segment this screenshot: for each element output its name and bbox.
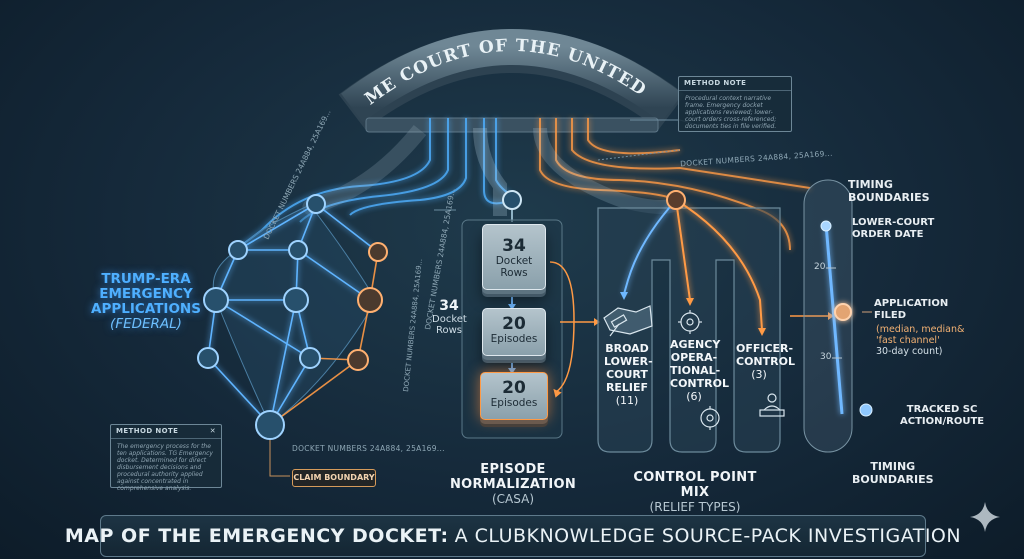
broad-line-4: RELIEF	[605, 381, 649, 394]
lower-court-order-date-label: LOWER-COURT ORDER DATE	[852, 217, 934, 241]
filed-note-3: 30-day count)	[876, 346, 943, 357]
broad-line-1: BROAD	[605, 342, 649, 355]
left-network	[197, 194, 388, 440]
timing-tube	[803, 179, 873, 453]
broad-line-3: COURT	[606, 368, 648, 381]
broad-line-2: LOWER-	[604, 355, 653, 368]
side-docket-rows: 34 Docket Rows	[432, 298, 467, 336]
supreme-court-arch: SUPREME COURT OF THE UNITED STATES	[0, 0, 686, 133]
trump-era-applications-label: TRUMP-ERA EMERGENCY APPLICATIONS (FEDERA…	[86, 272, 206, 332]
timing-boundaries-top: TIMING BOUNDARIES	[848, 178, 930, 204]
card-docket-rows-label: Docket Rows	[495, 255, 533, 279]
broad-count: (11)	[615, 394, 639, 407]
gavel-map-icon	[603, 305, 653, 337]
card-episodes-1: 20 Episodes	[482, 308, 546, 356]
method-note-left-title: METHOD NOTE	[116, 427, 179, 435]
filed-2: FILED	[874, 310, 907, 321]
label-line-3: APPLICATIONS	[91, 301, 201, 317]
officer-desk-icon	[759, 393, 785, 417]
episode-entry-node	[502, 190, 522, 210]
method-note-top-body: Procedural context narrative frame. Emer…	[685, 95, 777, 130]
label-line-2: EMERGENCY	[99, 286, 193, 302]
banner-rest: A CLUBKNOWLEDGE SOURCE-PACK INVESTIGATIO…	[454, 525, 962, 547]
timing-boundaries-bottom: TIMING BOUNDARIES	[852, 460, 934, 486]
agency-count: (6)	[686, 390, 702, 403]
lower-1: LOWER-COURT	[852, 217, 935, 228]
card-episodes-2: 20 Episodes	[480, 372, 548, 420]
side-label: Docket Rows	[432, 314, 467, 336]
arch-title: SUPREME COURT OF THE UNITED STATES	[0, 0, 656, 109]
control-sub: (RELIEF TYPES)	[649, 500, 741, 514]
timing-top-1: TIMING	[848, 178, 893, 191]
officer-control-label: OFFICER- CONTROL (3)	[736, 342, 795, 381]
officer-line-1: OFFICER-	[736, 342, 794, 355]
filed-note-2: 'fast channel'	[876, 335, 940, 346]
method-note-left-body: The emergency process for the ten applic…	[117, 443, 213, 492]
tick-30: 30	[820, 352, 832, 362]
card-docket-rows: 34 Docket Rows	[482, 224, 546, 290]
lower-2: ORDER DATE	[852, 229, 924, 240]
control-point-mix-heading: CONTROL POINT MIX (RELIEF TYPES)	[620, 470, 770, 514]
tracked-2: ACTION/ROUTE	[900, 416, 985, 427]
agency-line-3: TIONAL-	[670, 364, 721, 377]
tick-20: 20	[814, 262, 826, 272]
card-episodes-1-label: Episodes	[490, 333, 538, 345]
method-note-top: METHOD NOTE Procedural context narrative…	[678, 76, 792, 132]
card-episodes-1-num: 20	[502, 314, 526, 334]
application-filed-label: APPLICATION FILED	[874, 298, 948, 322]
card-docket-rows-num: 34	[502, 236, 526, 256]
card-episodes-2-num: 20	[502, 378, 526, 398]
label-line-1: TRUMP-ERA	[101, 271, 191, 287]
episode-heading-1: EPISODE	[480, 462, 546, 477]
officer-line-2: CONTROL	[736, 355, 795, 368]
method-note-left: METHOD NOTE ✕ The emergency process for t…	[110, 424, 222, 492]
title-banner: MAP OF THE EMERGENCY DOCKET: A CLUBKNOWL…	[65, 515, 961, 557]
episode-heading-2: NORMALIZATION	[449, 477, 577, 492]
docket-label-bottom: DOCKET NUMBERS 24A884, 25A169...	[292, 444, 445, 453]
sparkle-icon	[970, 502, 1000, 532]
banner-bold: MAP OF THE EMERGENCY DOCKET:	[64, 525, 449, 547]
timing-top-2: BOUNDARIES	[848, 191, 930, 204]
filed-1: APPLICATION	[874, 298, 949, 309]
gear-icon	[678, 310, 702, 334]
close-icon[interactable]: ✕	[209, 427, 216, 435]
application-filed-note: (median, median& 'fast channel' 30-day c…	[876, 324, 964, 357]
docket-vertical-far-left: DOCKET NUMBERS 24A884, 25A169...	[402, 258, 424, 392]
settings-gear-icon	[700, 406, 720, 430]
officer-count: (3)	[751, 368, 767, 381]
claim-boundary-badge: CLAIM BOUNDARY	[292, 469, 376, 487]
tracked-1: TRACKED SC	[906, 404, 978, 415]
tracked-sc-action-label: TRACKED SC ACTION/ROUTE	[900, 404, 984, 428]
episode-normalization-heading: EPISODE NORMALIZATION (CASA)	[448, 462, 578, 506]
agency-operational-control-label: AGENCY OPERA- TIONAL- CONTROL (6)	[670, 338, 729, 403]
timing-bottom-2: BOUNDARIES	[852, 473, 934, 486]
agency-line-4: CONTROL	[670, 377, 729, 390]
side-num: 34	[439, 298, 459, 314]
method-note-top-title: METHOD NOTE	[684, 79, 747, 87]
episode-sub: (CASA)	[492, 492, 534, 506]
timing-bottom-1: TIMING	[870, 460, 916, 473]
label-line-4: (FEDERAL)	[110, 316, 182, 332]
card-episodes-2-label: Episodes	[490, 397, 538, 409]
broad-lower-court-relief-label: BROAD LOWER- COURT RELIEF (11)	[604, 342, 653, 407]
agency-line-2: OPERA-	[670, 351, 718, 364]
control-panel-frame	[597, 190, 785, 453]
agency-line-1: AGENCY	[670, 338, 721, 351]
control-heading: CONTROL POINT MIX	[633, 470, 757, 500]
filed-note-1: (median, median&	[876, 324, 965, 335]
